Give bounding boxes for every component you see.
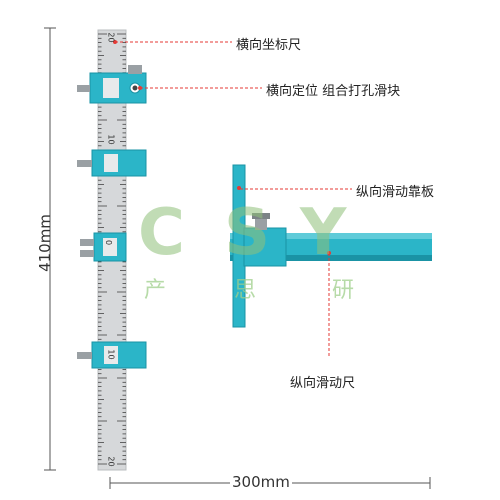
- ruler-number: 10: [106, 349, 116, 360]
- label-horizontal-block: 横向定位 组合打孔滑块: [266, 84, 401, 99]
- label-vertical-ruler: 纵向滑动尺: [290, 376, 356, 391]
- callout-lines: [115, 41, 352, 356]
- slider-block-2: [77, 149, 147, 177]
- ruler-number: 0: [104, 239, 114, 246]
- watermark-char-1: 产: [144, 278, 167, 303]
- height-dimension-line: [44, 27, 56, 471]
- ruler-number: 20: [106, 456, 116, 467]
- label-vertical-backboard: 纵向滑动靠板: [356, 185, 435, 200]
- slider-block-1: [77, 65, 147, 104]
- watermark-letter-c: C: [138, 196, 185, 270]
- label-horizontal-ruler: 横向坐标尺: [236, 38, 302, 53]
- watermark-letter-s: S: [224, 196, 271, 270]
- width-dimension-line: [109, 477, 431, 489]
- slider-block-4: [77, 341, 147, 369]
- height-dimension-label: 410mm: [35, 214, 54, 272]
- backboard-clamp: [243, 213, 287, 267]
- width-dimension-label: 300mm: [232, 473, 290, 491]
- watermark-letter-y: Y: [300, 196, 347, 270]
- watermark-char-3: 研: [332, 278, 355, 303]
- ruler-number: 20: [106, 32, 116, 43]
- watermark-char-2: 思: [234, 278, 257, 303]
- ruler-number: 10: [106, 134, 116, 145]
- slider-block-3: [80, 232, 127, 262]
